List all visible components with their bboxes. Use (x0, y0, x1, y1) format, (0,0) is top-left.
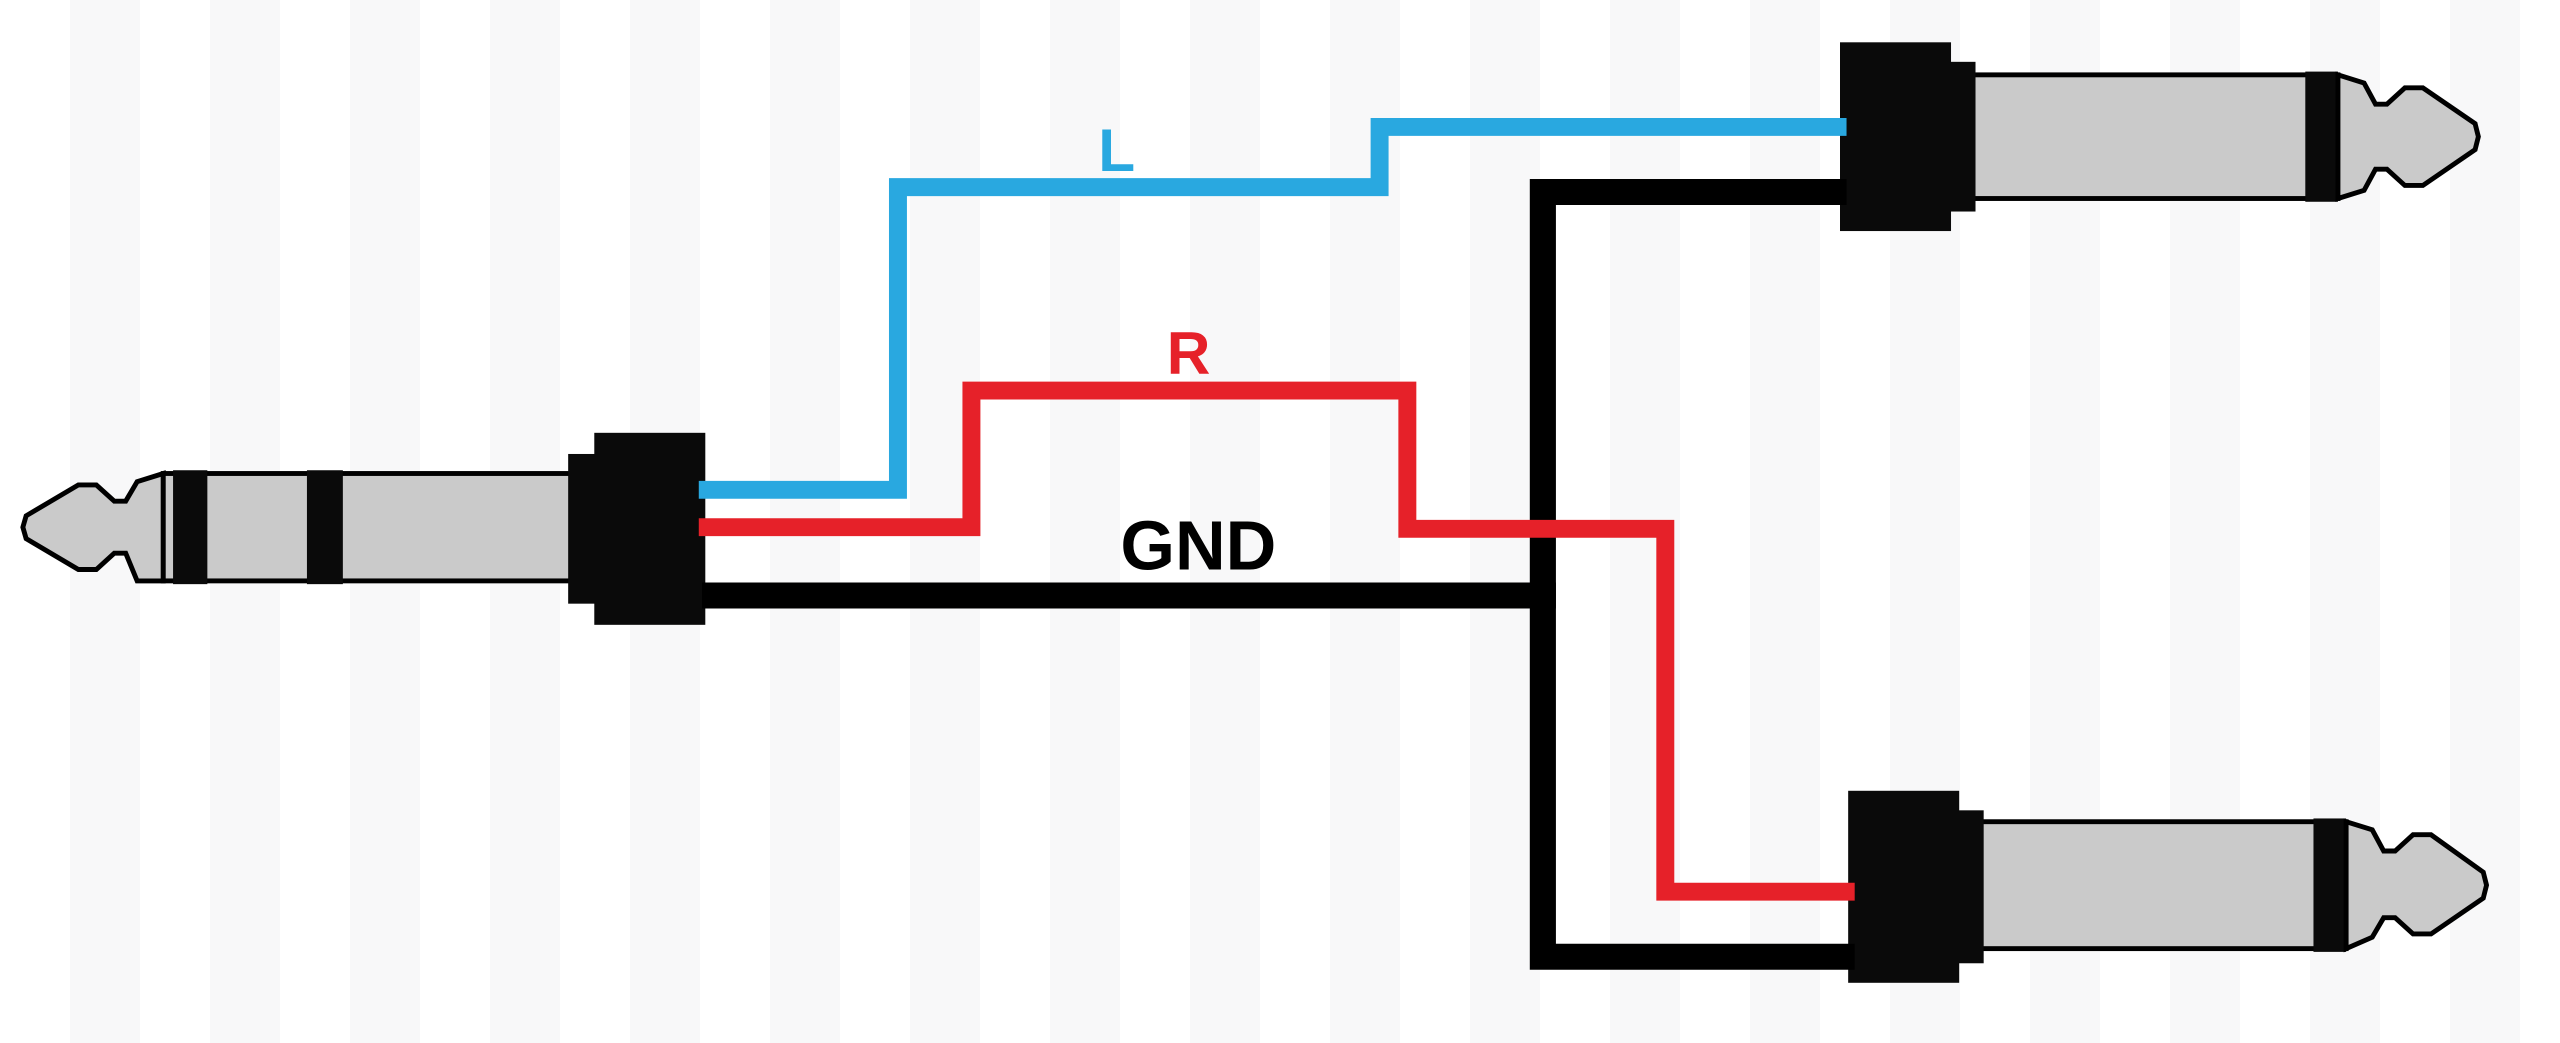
ts-insulator-ring (2313, 818, 2347, 952)
mono-ts-plug-top-right (1840, 42, 2481, 232)
ts-plug-barrel (1964, 819, 2349, 952)
ts-plug-tip (2335, 71, 2481, 202)
ts-plug-tip (2343, 818, 2490, 953)
ts-insulator-ring (2305, 71, 2338, 202)
mono-ts-plug-bottom-right (1848, 790, 2490, 983)
right-channel-label: R (1167, 319, 1211, 387)
trs-plug-tip (20, 470, 166, 584)
stereo-trs-plug-left (20, 432, 706, 625)
trs-insulator-ring-2 (306, 470, 343, 585)
trs-insulator-ring-1 (173, 470, 208, 585)
ground-label: GND (1120, 507, 1276, 585)
ts-plug-housing (1848, 790, 1960, 983)
ts-plug-barrel (1956, 72, 2341, 201)
ts-plug-housing (1840, 42, 1952, 232)
trs-plug-housing (594, 432, 706, 625)
trs-plug-barrel (160, 471, 594, 584)
ground-wire-split (1529, 178, 1855, 970)
right-channel-wire (698, 381, 1855, 901)
left-channel-wire (698, 117, 1847, 499)
left-channel-label: L (1098, 116, 1135, 184)
